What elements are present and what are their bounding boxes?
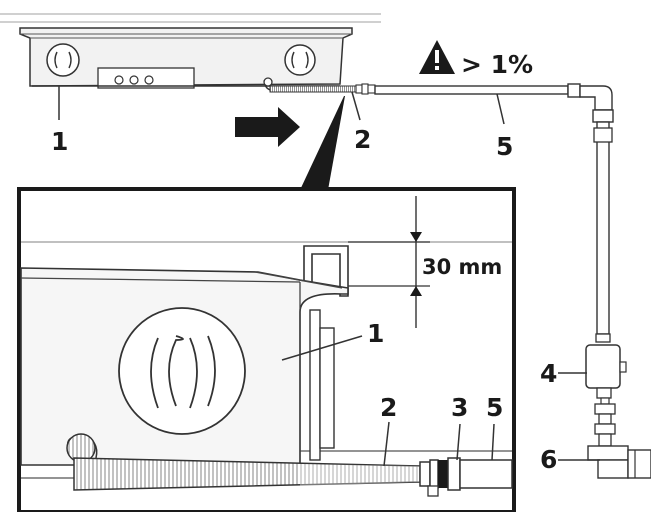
- dimension-text: 30 mm: [422, 255, 502, 279]
- drain-pipe-small: [374, 83, 614, 343]
- trap-label: 4: [540, 359, 557, 388]
- detail-label-pipe: 5: [486, 393, 503, 422]
- slope-warning: > 1%: [419, 40, 533, 79]
- leader-5-overview: [496, 93, 505, 125]
- siphon-trap: [585, 344, 627, 447]
- dimension-marker: 30 mm: [348, 196, 502, 328]
- leader-2-overview: [351, 91, 361, 121]
- detail-view: 30 mm 1 2 3 5: [17, 187, 516, 512]
- leader-2-detail: [383, 421, 390, 467]
- leader-3-detail: [456, 423, 461, 461]
- zoom-callout-wedge: [300, 96, 345, 190]
- leader-1-detail: [281, 335, 363, 361]
- overview-label-unit: 1: [51, 127, 68, 156]
- leader-5-detail: [491, 423, 495, 461]
- tee-label: 6: [540, 445, 557, 474]
- fan-cover: [118, 307, 246, 435]
- hose-clamp: [419, 457, 461, 497]
- overview-label-pipe: 5: [496, 132, 513, 161]
- overview-label-hose: 2: [354, 125, 371, 154]
- detail-label-hose: 2: [380, 393, 397, 422]
- drain-tee: [587, 445, 651, 479]
- arrow-right-icon: [235, 107, 300, 147]
- indoor-unit-small: [19, 27, 353, 89]
- detail-label-unit: 1: [367, 319, 384, 348]
- detail-label-clamp: 3: [451, 393, 468, 422]
- slope-text: > 1%: [461, 50, 533, 79]
- overview-group: > 1% 1 2 5 4 6: [0, 13, 651, 479]
- drain-pipe-detail: [459, 459, 513, 489]
- drain-hose-small: [263, 77, 376, 95]
